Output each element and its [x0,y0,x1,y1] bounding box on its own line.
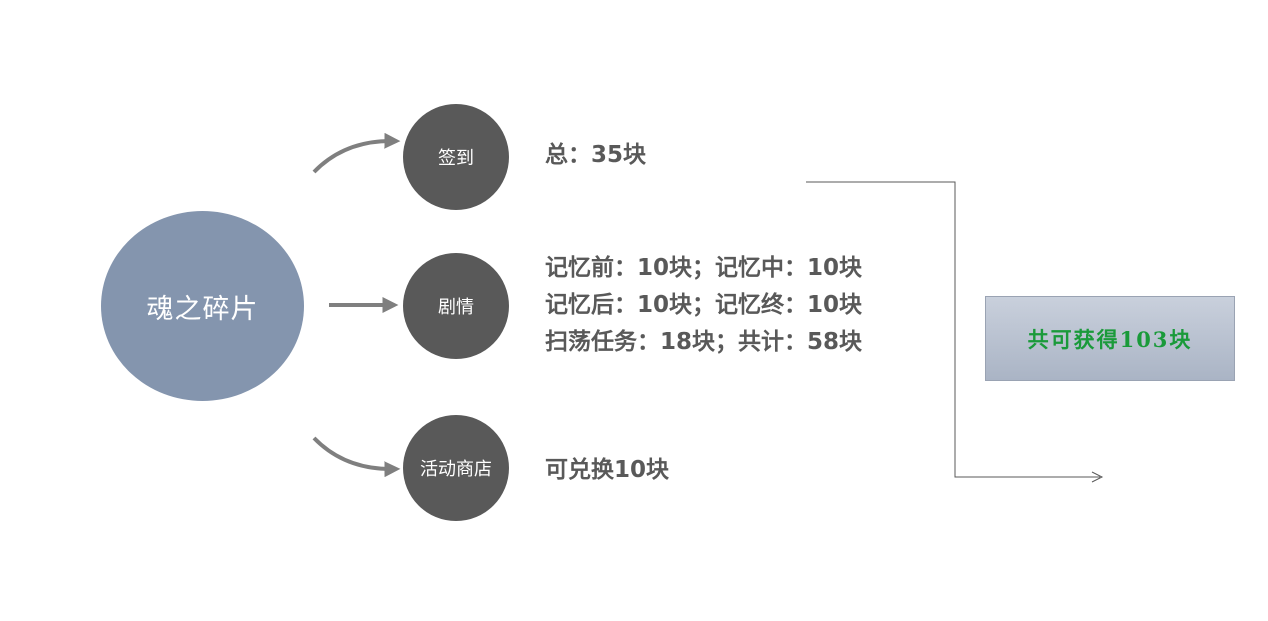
total-summary-label: 共可获得103块 [1027,326,1193,352]
category-node-checkin: 签到 [403,104,509,210]
description-story: 记忆前：10块；记忆中：10块 记忆后：10块；记忆终：10块 扫荡任务：18块… [545,250,862,361]
description-line: 可兑换10块 [545,457,670,483]
description-line: 记忆后：10块；记忆终：10块 [545,292,863,318]
arrow-to-checkin [312,132,401,174]
category-label-story: 剧情 [438,297,474,318]
summary-connector-arrowhead [1091,471,1104,483]
category-node-shop: 活动商店 [403,415,509,521]
description-checkin: 总：35块 [545,137,646,174]
category-node-story: 剧情 [403,253,509,359]
summary-connector-line [806,181,1100,478]
arrow-to-shop [312,436,401,478]
category-label-checkin: 签到 [438,148,474,169]
root-node-soul-fragment: 魂之碎片 [101,211,304,401]
description-shop: 可兑换10块 [545,452,669,489]
description-line: 扫荡任务：18块；共计：58块 [545,329,863,355]
category-label-shop: 活动商店 [420,459,492,480]
total-summary-box: 共可获得103块 [985,296,1235,381]
description-line: 记忆前：10块；记忆中：10块 [545,255,863,281]
root-node-label: 魂之碎片 [146,293,259,325]
description-line: 总：35块 [545,142,647,168]
